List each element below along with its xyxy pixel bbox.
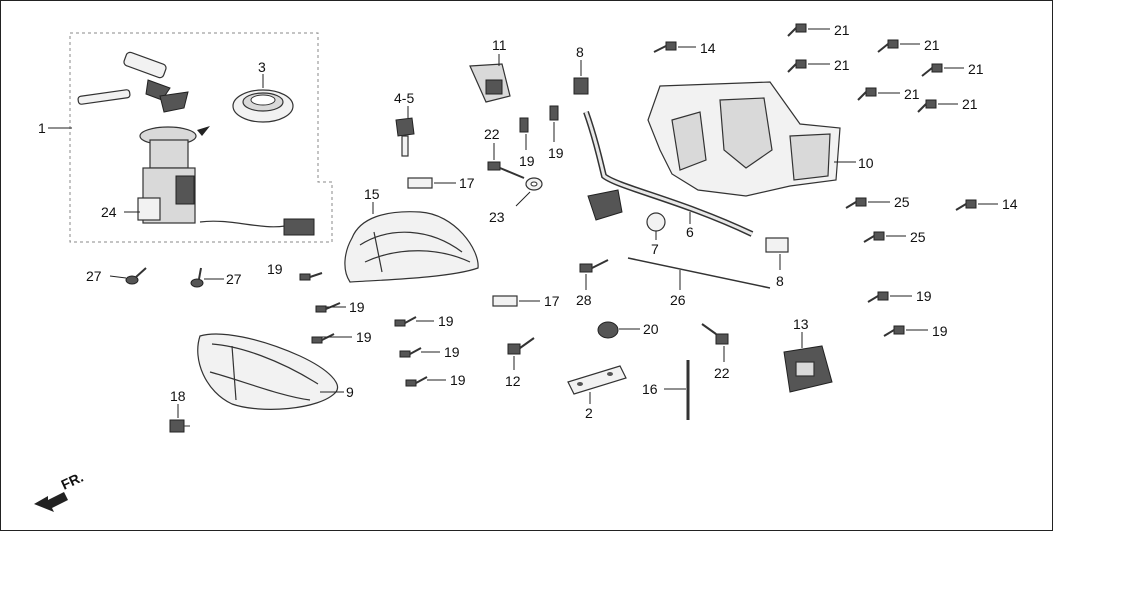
bolt-12 bbox=[507, 337, 535, 355]
callout-21a: 21 bbox=[834, 22, 850, 38]
callout-16: 16 bbox=[642, 381, 658, 397]
front-inner-cover bbox=[344, 211, 479, 283]
callout-19j: 19 bbox=[932, 323, 948, 339]
hose-6 bbox=[583, 110, 754, 237]
callout-15: 15 bbox=[364, 186, 380, 202]
grommet-7 bbox=[646, 212, 666, 232]
callout-12: 12 bbox=[505, 373, 521, 389]
diagram-frame bbox=[0, 0, 1053, 531]
nut-20 bbox=[597, 321, 619, 339]
callout-19i: 19 bbox=[916, 288, 932, 304]
callout-19a: 19 bbox=[267, 261, 283, 277]
callout-14b: 14 bbox=[1002, 196, 1018, 212]
callout-24: 24 bbox=[101, 204, 117, 220]
callout-19h: 19 bbox=[548, 145, 564, 161]
bracket-13 bbox=[783, 345, 833, 393]
callout-8b: 8 bbox=[776, 273, 784, 289]
callout-1: 1 bbox=[38, 120, 46, 136]
ignition-switch-assembly bbox=[69, 32, 333, 243]
callout-22a: 22 bbox=[484, 126, 500, 142]
callout-10: 10 bbox=[858, 155, 874, 171]
callout-2: 2 bbox=[585, 405, 593, 421]
callout-21c: 21 bbox=[924, 37, 940, 53]
bolt-19-group bbox=[299, 272, 428, 387]
fastener-8-lower bbox=[765, 237, 789, 253]
callout-19f: 19 bbox=[450, 372, 466, 388]
cable-26 bbox=[627, 257, 771, 289]
screw-27-right bbox=[190, 267, 204, 288]
callout-8a: 8 bbox=[576, 44, 584, 60]
callout-27b: 27 bbox=[226, 271, 242, 287]
key-blank bbox=[395, 117, 415, 157]
callout-3: 3 bbox=[258, 59, 266, 75]
callout-19g: 19 bbox=[519, 153, 535, 169]
clip-17-a bbox=[407, 177, 433, 189]
key-cylinder-cover bbox=[232, 89, 294, 123]
callout-25b: 25 bbox=[910, 229, 926, 245]
clip-17-b bbox=[492, 295, 518, 307]
screw-18 bbox=[169, 419, 190, 433]
screw-25-group bbox=[845, 197, 885, 243]
callout-26: 26 bbox=[670, 292, 686, 308]
callout-19b: 19 bbox=[349, 299, 365, 315]
callout-20: 20 bbox=[643, 321, 659, 337]
callout-18: 18 bbox=[170, 388, 186, 404]
inner-panel-10 bbox=[647, 81, 841, 197]
callout-19e: 19 bbox=[444, 344, 460, 360]
callout-17a: 17 bbox=[459, 175, 475, 191]
grommet-19-b bbox=[549, 105, 559, 121]
callout-13: 13 bbox=[793, 316, 809, 332]
screw-14-right bbox=[955, 199, 977, 211]
callout-21d: 21 bbox=[968, 61, 984, 77]
front-indicator-label: FR. bbox=[59, 469, 86, 493]
callout-21b: 21 bbox=[834, 57, 850, 73]
plate-2 bbox=[567, 365, 627, 395]
bolt-28 bbox=[579, 259, 609, 273]
callout-19c: 19 bbox=[356, 329, 372, 345]
front-direction-arrow-icon bbox=[34, 492, 68, 512]
grommet-19-a bbox=[519, 117, 529, 133]
callout-21e: 21 bbox=[904, 86, 920, 102]
screw-27-left bbox=[125, 267, 147, 285]
bolt-22 bbox=[487, 161, 525, 179]
callout-9: 9 bbox=[346, 384, 354, 400]
front-lower-cover bbox=[197, 333, 339, 410]
callout-19d: 19 bbox=[438, 313, 454, 329]
washer-23 bbox=[525, 177, 543, 191]
callout-23: 23 bbox=[489, 209, 505, 225]
callout-14a: 14 bbox=[700, 40, 716, 56]
callout-28: 28 bbox=[576, 292, 592, 308]
callout-17b: 17 bbox=[544, 293, 560, 309]
screw-14-top bbox=[653, 41, 677, 53]
callout-7: 7 bbox=[651, 241, 659, 257]
screw-21-group bbox=[787, 23, 943, 113]
callout-11: 11 bbox=[492, 37, 507, 53]
callout-22b: 22 bbox=[714, 365, 730, 381]
callout-25a: 25 bbox=[894, 194, 910, 210]
callout-21f: 21 bbox=[962, 96, 978, 112]
callout-4-5: 4-5 bbox=[394, 90, 414, 106]
callout-6: 6 bbox=[686, 224, 694, 240]
bolt-22-lower bbox=[701, 323, 729, 345]
fastener-8-top bbox=[573, 77, 589, 95]
callout-27a: 27 bbox=[86, 268, 102, 284]
bracket-11 bbox=[469, 63, 511, 103]
bolt-19-right-group bbox=[867, 291, 905, 337]
